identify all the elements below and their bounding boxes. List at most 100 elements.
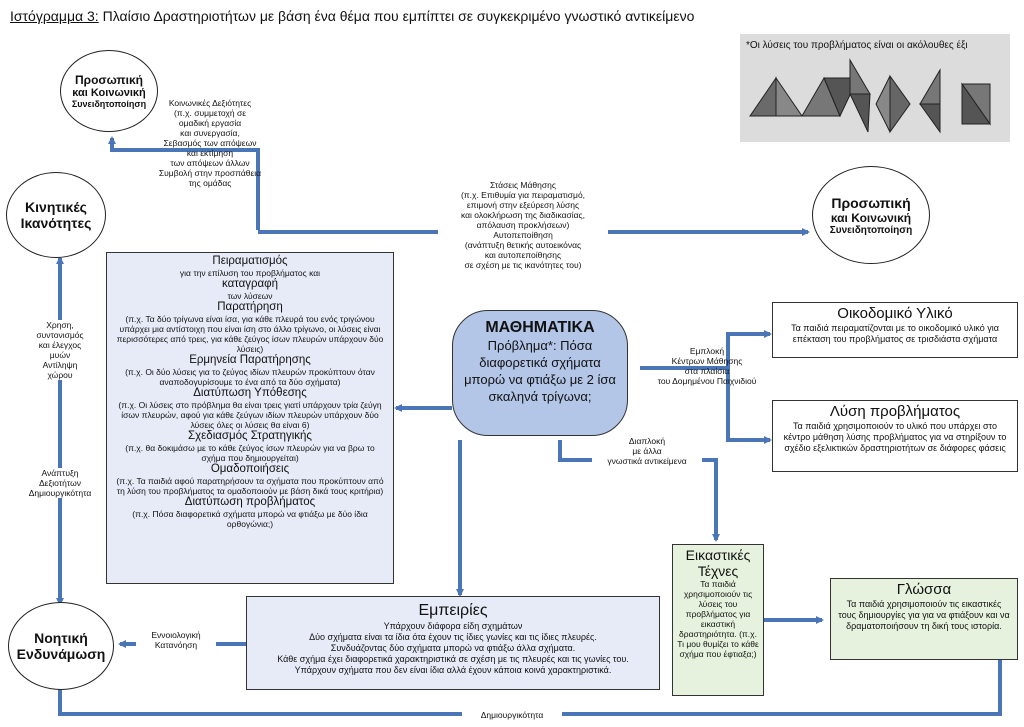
art-heading-1: Εικαστικές: [685, 547, 751, 563]
label-line: Δεξιοτήτων: [39, 478, 81, 488]
social-awareness-circle: Προσωπική και Κοινωνική Συνειδητοποίηση: [60, 50, 158, 132]
art-box: Εικαστικές Τέχνες Τα παιδιά χρησιμοποιού…: [672, 544, 764, 696]
interweave-other-label: Διαπλοκή με άλλα γνωστικά αντικείμενα: [592, 436, 702, 466]
experiences-line: Κάθε σχήμα έχει διαφορετικά χαρακτηριστι…: [277, 654, 629, 664]
label-line: Διαπλοκή: [628, 436, 666, 446]
arrow-to-social-awareness: [108, 136, 260, 230]
label-line: γνωστικά αντικείμενα: [607, 456, 687, 466]
label-line: του Δομημένου Παιχνιδιού: [657, 376, 757, 386]
label-line: Στάσεις Μάθησης: [490, 180, 556, 190]
kinetic-skills-circle: Κινητικές Ικανότητες: [6, 172, 106, 258]
experiences-box: Εμπειρίες Υπάρχουν διάφορα είδη σχημάτων…: [246, 596, 660, 690]
experiences-line: Υπάρχουν διάφορα είδη σχημάτων: [383, 621, 523, 631]
label-line: των απόψεων άλλων: [170, 158, 250, 168]
building-text: Τα παιδιά πειραματίζονται με το οικοδομι…: [791, 323, 999, 344]
label-line: Κέντρων Μάθησης: [671, 356, 743, 366]
process-heading: Πειραματισμός: [212, 255, 288, 267]
process-text: των λύσεων: [227, 291, 273, 301]
problem-solving-box: Λύση προβλήματος Τα παιδιά χρησιμοποιούν…: [772, 400, 1018, 472]
art-text: Τα παιδιά χρησιμοποιούν τις λύσεις του π…: [677, 579, 759, 659]
label-line: συντονισμός: [36, 330, 84, 340]
label-line: (π.χ. συμμετοχή σε: [173, 108, 247, 118]
label-line: Χρηση,: [46, 320, 74, 330]
building-heading: Οικοδομικό Υλικό: [837, 305, 953, 322]
label-line: Αντίληψη: [42, 360, 78, 370]
title-prefix: Ιστόγραμμα 3:: [10, 8, 99, 24]
label-line: Δημιουργικότητα: [480, 710, 544, 720]
creativity-bottom-label: Δημιουργικότητα: [462, 710, 562, 720]
interweave-center-label: Εμπλοκή Κέντρων Μάθησης στα πλαίσια του …: [642, 346, 772, 386]
label-line: σε σχέση με τις ικανότητες του): [464, 260, 582, 270]
label-line: και συνεργασία,: [180, 128, 240, 138]
solutions-note: *Οι λύσεις του προβλήματος είναι οι ακόλ…: [746, 40, 968, 51]
title-text: Πλαίσιο Δραστηριοτήτων με βάση ένα θέμα …: [98, 8, 695, 24]
circle-line3: Συνειδητοποίηση: [829, 224, 913, 236]
center-text: Πρόβλημα*: Πόσα διαφορετικά σχήματα μπορ…: [464, 338, 616, 404]
circle-line3: Συνειδητοποίηση: [71, 99, 147, 109]
process-text: (π.χ. Οι δύο λύσεις για το ζεύγος ιδίων …: [125, 367, 375, 387]
label-line: Εμπλοκή: [689, 346, 725, 356]
solutions-panel: *Οι λύσεις του προβλήματος είναι οι ακόλ…: [740, 34, 1010, 142]
diagram-title: Ιστόγραμμα 3: Πλαίσιο Δραστηριοτήτων με …: [10, 8, 694, 24]
label-line: (π.χ. Επιθυμία για πειραματισμό,: [460, 190, 586, 200]
process-text: (π.χ. Οι λύσεις στο πρόβλημα θα είναι τρ…: [118, 400, 382, 430]
art-heading-2: Τέχνες: [697, 563, 739, 579]
process-heading: Σχεδιασμός Στρατηγικής: [188, 430, 312, 442]
process-box: Πειραματισμός για την επίλυση του προβλή…: [106, 252, 394, 584]
triangle-solutions-icon: [749, 58, 991, 134]
process-heading: Διατύπωση Υπόθεσης: [193, 387, 307, 399]
process-text: για την επίλυση του προβλήματος και: [179, 268, 321, 278]
language-heading: Γλώσσα: [896, 581, 952, 598]
personal-awareness-circle: Προσωπική και Κοινωνική Συνειδητοποίηση: [812, 166, 930, 264]
cognitive-circle: Νοητική Ενδυνάμωση: [8, 602, 114, 690]
circle-line1: Προσωπική: [831, 194, 911, 211]
center-title: ΜΑΘΗΜΑΤΙΚΑ: [485, 319, 595, 336]
process-heading: Ομαδοποιήσεις: [210, 463, 290, 475]
process-text: (π.χ. θα δοκιμάσω με το κάθε ζεύγος ίσων…: [125, 443, 375, 463]
label-line: με άλλα: [632, 446, 662, 456]
label-line: Κατανόηση: [154, 640, 198, 650]
label-line: χώρου: [47, 370, 73, 380]
circle-line2: και Κοινωνική: [72, 87, 146, 99]
language-text: Τα παιδιά χρησιμοποιούν τις εικαστικές τ…: [838, 599, 1010, 631]
process-heading: Παρατήρηση: [217, 301, 283, 313]
label-line: ομαδική εργασία: [178, 118, 242, 128]
label-line: και έλεγχος: [38, 340, 82, 350]
label-line: Δημιουργικότητα: [28, 488, 92, 498]
problem-solving-text: Τα παιδιά χρησιμοποιούν το υλικό που υπά…: [783, 421, 1007, 453]
process-heading: Διατύπωση προβλήματος: [184, 496, 316, 508]
label-line: στα πλαίσια: [684, 366, 730, 376]
label-line: Κοινωνικές Δεξιότητες: [168, 98, 252, 108]
circle-line1: Κινητικές: [25, 199, 87, 215]
learning-attitudes-label: Στάσεις Μάθησης (π.χ. Επιθυμία για πειρα…: [438, 180, 608, 270]
circle-line2: και Κοινωνική: [830, 210, 912, 225]
experiences-line: Δύο σχήματα είναι τα ίδια ότα έχουν τις …: [309, 632, 597, 642]
label-line: Αυτοπεποίθηση: [493, 230, 553, 240]
label-line: Σεβασμός των απόψεων: [163, 138, 257, 148]
circle-line2: Ικανότητες: [20, 215, 92, 231]
label-line: και αυτοπεποίθησης: [484, 250, 562, 260]
building-material-box: Οικοδομικό Υλικό Τα παιδιά πειραματίζοντ…: [772, 302, 1018, 358]
arrow-to-building: [726, 330, 772, 368]
label-line: Συμβολή στην προσπάθεια: [158, 168, 262, 178]
label-line: και ολοκλήρωση της διαδικασίας,: [460, 210, 586, 220]
label-line: επιμονή στην εξεύρεση λύσης: [466, 200, 580, 210]
circle-line1: Προσωπική: [75, 73, 143, 87]
process-heading: Ερμηνεία Παρατήρησης: [189, 354, 311, 366]
motor-skills-label: Χρηση, συντονισμός και έλεγχος μυών Αντί…: [20, 320, 100, 380]
label-line: (ανάπτυξη θετικής αυτοεικόνας: [464, 240, 582, 250]
process-text: (π.χ. Πόσα διαφορετικά σχήματα μπορώ να …: [132, 509, 368, 529]
creativity-skills-label: Ανάπτυξη Δεξιοτήτων Δημιουργικότητα: [14, 468, 106, 498]
label-line: Ανάπτυξη: [41, 468, 79, 478]
label-line: και εκτίμηση: [186, 148, 234, 158]
language-box: Γλώσσα Τα παιδιά χρησιμοποιούν τις εικασ…: [830, 578, 1018, 660]
process-text: (π.χ. Τα δύο τρίγωνα είναι ίσα, για κάθε…: [116, 314, 384, 354]
label-line: απόλαυση προκλήσεων): [476, 220, 570, 230]
label-line: μυών: [49, 350, 71, 360]
social-skills-label: Κοινωνικές Δεξιότητες (π.χ. συμμετοχή σε…: [150, 98, 270, 188]
arrow-to-problem-solving: [726, 368, 772, 444]
process-heading: καταγραφή: [221, 278, 279, 290]
experiences-line: Συνδυάζοντας δύο σχήματα μπορώ να φτιάξω…: [330, 643, 576, 653]
label-line: της ομάδας: [188, 178, 232, 188]
conceptual-label: Εννοιολογική Κατανόηση: [136, 630, 216, 650]
